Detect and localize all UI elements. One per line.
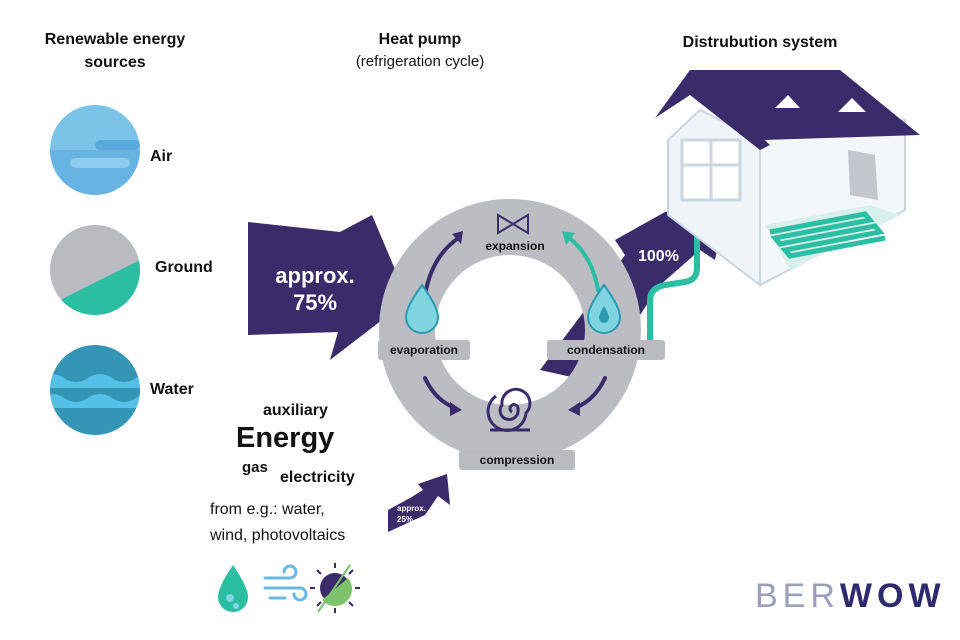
heating-pipe (647, 194, 710, 352)
main-arrow-line2: 75% (292, 290, 338, 315)
electricity-label: electricity (280, 469, 355, 486)
heatpump-title: Heat pump (378, 31, 462, 48)
sources-example-line2: wind, photovoltaics (210, 527, 346, 544)
air-circle-icon (50, 105, 140, 195)
condensation-drop-icon (586, 283, 622, 334)
source-label-ground: Ground (155, 259, 213, 276)
logo-text-light: BER (755, 577, 840, 615)
compression-spiral-icon (486, 387, 532, 432)
heatpump-subtitle: (refrigeration cycle) (355, 53, 485, 70)
energy-label: Energy (236, 422, 335, 454)
output-arrow-label: 100% (638, 248, 679, 265)
berwow-logo: BERWOW (755, 577, 946, 616)
source-label-water: Water (150, 381, 194, 398)
sun-icon (310, 563, 360, 613)
compression-label: compression (459, 450, 575, 470)
evaporation-label: evaporation (378, 340, 470, 360)
house-illustration (655, 70, 920, 288)
ground-circle-icon (50, 225, 140, 315)
cycle-arrow-icon (423, 235, 462, 297)
auxiliary-energy-arrow (388, 474, 450, 532)
expansion-valve-icon (497, 213, 529, 235)
auxiliary-arrow-label: approx. 25% (397, 503, 426, 525)
logo-text-bold: WOW (839, 577, 946, 615)
main-energy-arrow (248, 215, 408, 360)
auxiliary-label: auxiliary (263, 402, 328, 419)
cycle-arrow-icon (566, 235, 600, 292)
wind-icon (263, 564, 308, 602)
auxiliary-arrow-line1: approx. (397, 504, 426, 513)
main-arrow-line1: approx. (275, 263, 355, 288)
water-circle-icon (50, 345, 140, 435)
expansion-label: expansion (485, 239, 545, 253)
sources-title: Renewable energy sources (15, 28, 215, 74)
condensation-label: condensation (547, 340, 665, 360)
distribution-title: Distrubution system (682, 34, 838, 51)
gas-label: gas (242, 459, 268, 476)
auxiliary-arrow-line2: 25% (397, 515, 414, 524)
sources-title-line2: sources (84, 54, 146, 71)
sources-title-line1: Renewable energy (44, 31, 186, 48)
water-drop-icon (218, 565, 248, 612)
main-arrow-label: approx. 75% (255, 262, 375, 316)
evaporation-drop-icon (404, 283, 440, 334)
sources-example-line1: from e.g.: water, (210, 501, 325, 518)
source-label-air: Air (150, 148, 173, 165)
